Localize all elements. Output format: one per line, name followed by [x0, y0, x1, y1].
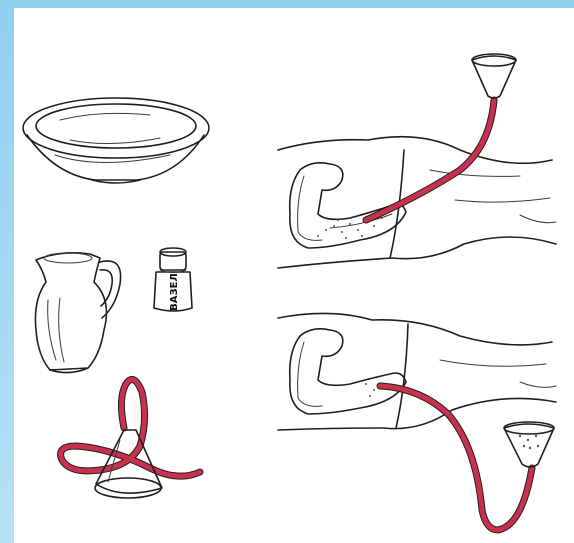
lower-tube	[380, 386, 532, 530]
jug-icon	[35, 253, 120, 373]
siphon-enema-diagram: ВАЗЕЛ	[14, 8, 574, 543]
lower-intestine-icon	[290, 329, 406, 414]
lower-patient-diagram	[278, 313, 556, 530]
enema-funnel-icon	[61, 380, 200, 499]
illustration-panel: ВАЗЕЛ	[14, 8, 574, 543]
intestine-icon	[290, 163, 406, 248]
vaseline-jar-icon: ВАЗЕЛ	[154, 248, 192, 311]
tube-fill	[61, 380, 200, 477]
upper-patient-diagram	[278, 54, 556, 268]
basin-icon	[23, 98, 209, 183]
jar-label: ВАЗЕЛ	[169, 273, 180, 311]
